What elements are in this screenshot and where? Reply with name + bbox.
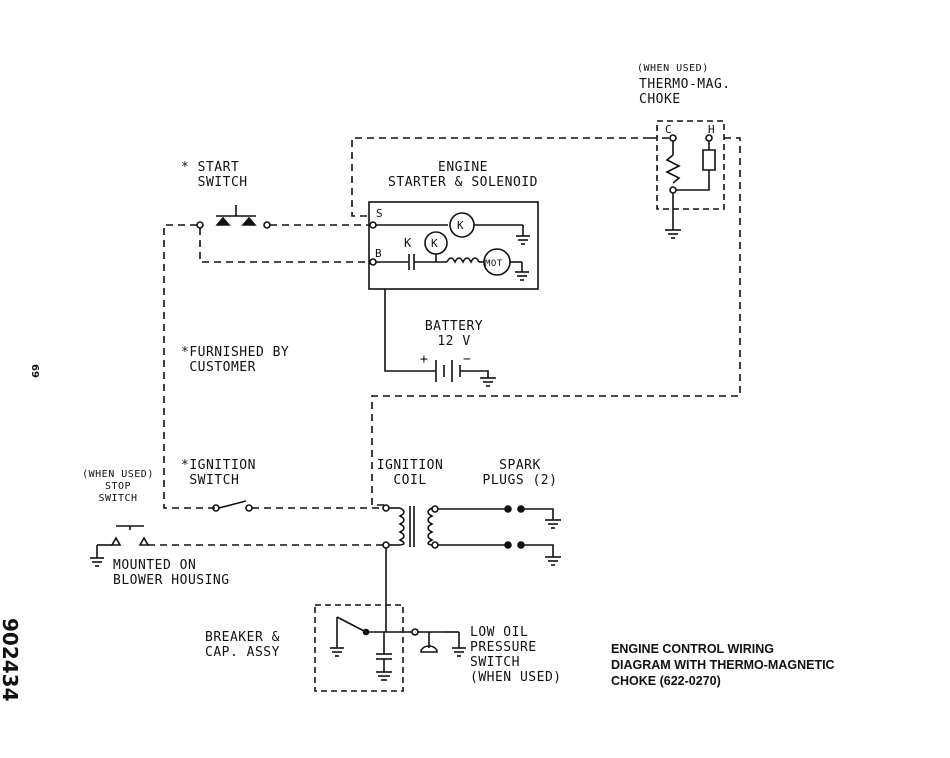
battery-minus-label: −: [463, 352, 472, 367]
choke-h-label: H: [708, 123, 716, 136]
solenoid-k-coil-label: K: [431, 237, 439, 250]
page-number: 69: [29, 364, 40, 378]
ignition-coil-label: IGNITION COIL: [376, 458, 444, 488]
spark-plugs-label: SPARK PLUGS (2): [482, 458, 558, 488]
wire-start-to-b: [199, 228, 370, 263]
low-oil-pressure-label: LOW OIL PRESSURE SWITCH (WHEN USED): [470, 625, 562, 685]
solenoid-k-contact-label: K: [404, 236, 412, 250]
stop-switch-label: (WHEN USED) STOP SWITCH: [82, 469, 154, 504]
ignition-switch: [212, 500, 253, 512]
wire-start-switch-left: [163, 224, 216, 509]
battery: [384, 289, 496, 387]
document-number: 902434: [0, 618, 22, 702]
breaker-cap-label: BREAKER & CAP. ASSY: [205, 630, 280, 660]
starter-solenoid: [368, 201, 539, 290]
solenoid-k-relay-label: K: [457, 219, 465, 232]
wire-choke-to-solenoid: [351, 137, 650, 217]
engine-starter-label: ENGINE STARTER & SOLENOID: [388, 160, 538, 190]
choke-title-label: THERMO-MAG. CHOKE: [639, 77, 731, 107]
ignition-switch-label: *IGNITION SWITCH: [181, 458, 256, 488]
wire-choke-to-ignition: [371, 137, 741, 506]
start-switch: [196, 205, 271, 229]
terminal-b-label: B: [375, 247, 383, 260]
choke-when-used-label: (WHEN USED): [637, 63, 709, 74]
breaker-cap-assy: [314, 548, 412, 692]
mounted-on-blower-label: MOUNTED ON BLOWER HOUSING: [113, 558, 230, 588]
furnished-by-customer-note: *FURNISHED BY CUSTOMER: [181, 345, 290, 375]
choke-ground-symbol: [665, 229, 681, 239]
thermo-magnetic-choke: [656, 120, 725, 239]
stop-switch: [90, 525, 150, 567]
choke-c-label: C: [665, 123, 673, 136]
battery-plus-label: +: [420, 352, 429, 367]
motor-label: MOT: [485, 259, 503, 269]
spark-plugs: [504, 505, 561, 566]
terminal-s-label: S: [376, 207, 384, 220]
ignition-coil: [382, 504, 506, 549]
start-switch-label: * START SWITCH: [181, 160, 248, 190]
battery-label: BATTERY 12 V: [424, 319, 484, 349]
diagram-title: ENGINE CONTROL WIRING DIAGRAM WITH THERM…: [611, 642, 835, 688]
low-oil-pressure-switch: [411, 628, 466, 657]
